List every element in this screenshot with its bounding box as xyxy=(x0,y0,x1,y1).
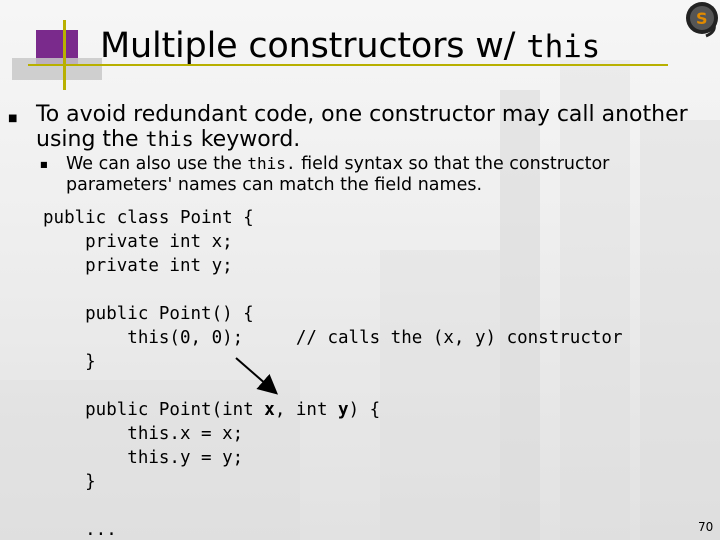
svg-text:S: S xyxy=(696,9,708,28)
bullet-text-2-code: this. xyxy=(247,154,296,173)
bullet-text-2: We can also use the this. field syntax s… xyxy=(66,153,716,196)
page-number: 70 xyxy=(698,520,714,534)
code-line: ... xyxy=(43,520,117,540)
code-line: this.x = x; xyxy=(43,424,244,444)
code-fragment: ) { xyxy=(348,400,381,420)
code-fragment: , int xyxy=(274,400,339,420)
code-line: } xyxy=(43,472,96,492)
code-block: public class Point { private int x; priv… xyxy=(43,206,622,542)
code-param-y: y xyxy=(338,400,349,420)
code-line: public Point() { xyxy=(43,304,254,324)
title-decoration-horizontal-line xyxy=(28,64,668,66)
code-line: this.y = y; xyxy=(43,448,244,468)
bullet-text-1-code: this xyxy=(145,127,194,151)
bullet-text-1-pre: To avoid redundant code, one constructor… xyxy=(36,102,688,152)
bullet-text-1-post: keyword. xyxy=(193,127,301,152)
title-text: Multiple constructors w/ xyxy=(100,26,527,66)
bullet-text-2-post: field syntax so that the constructor par… xyxy=(66,154,610,195)
logo-icon: S xyxy=(686,2,718,38)
title-decoration-bar xyxy=(12,58,102,80)
code-line: } xyxy=(43,352,96,372)
code-line: public class Point { xyxy=(43,208,254,228)
slide-title: Multiple constructors w/ this xyxy=(100,26,600,66)
bullet-text-2-pre: We can also use the xyxy=(66,154,248,174)
code-fragment: public Point(int xyxy=(43,400,265,420)
sub-bullet-marker: ■ xyxy=(40,160,48,169)
code-line: private int y; xyxy=(43,256,233,276)
code-line: private int x; xyxy=(43,232,233,252)
code-line: this(0, 0); // calls the (x, y) construc… xyxy=(43,328,623,348)
code-line: public Point(int x, int y) { xyxy=(43,400,380,420)
title-decoration-vertical-line xyxy=(63,20,66,90)
title-code: this xyxy=(526,29,601,65)
bullet-text-1: To avoid redundant code, one constructor… xyxy=(36,103,696,152)
bullet-marker: ■ xyxy=(8,113,18,124)
code-param-x: x xyxy=(264,400,275,420)
